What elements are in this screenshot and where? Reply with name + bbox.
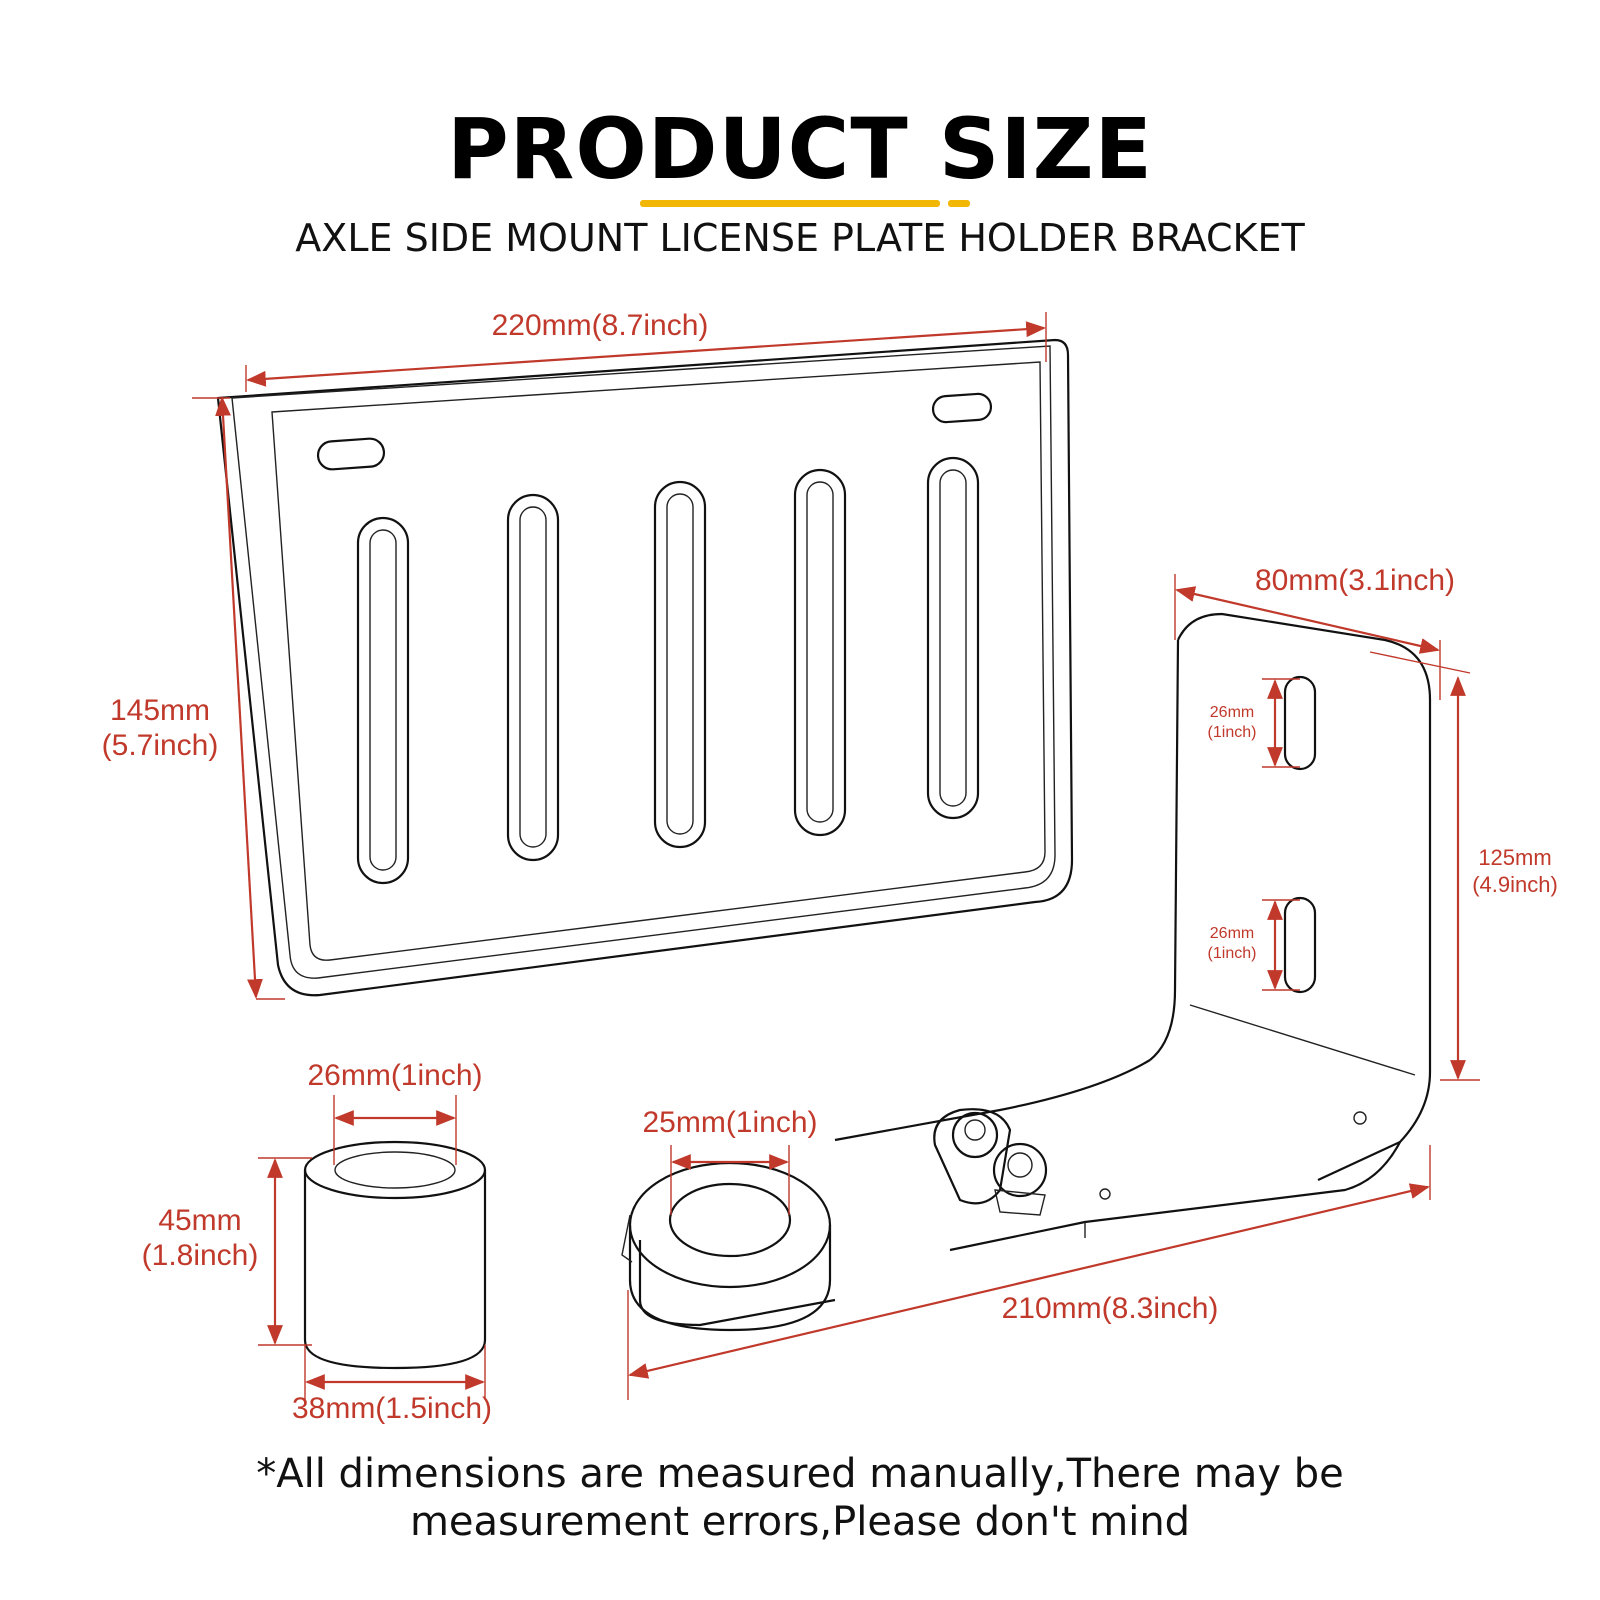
spacer-outer-label: 38mm(1.5inch) bbox=[292, 1392, 492, 1425]
slot-upper-in-label: (1inch) bbox=[1208, 724, 1257, 741]
slot-lower-in-label: (1inch) bbox=[1208, 945, 1257, 962]
bracket-width-dimension: 80mm(3.1inch) bbox=[1174, 564, 1471, 700]
plate-long-slots bbox=[356, 456, 980, 885]
bracket-height-in-label: (4.9inch) bbox=[1472, 872, 1558, 897]
license-plate-drawing bbox=[216, 338, 1074, 997]
spacer-outer-dimension: 38mm(1.5inch) bbox=[292, 1345, 492, 1425]
footnote-line-2: measurement errors,Please don't mind bbox=[409, 1499, 1191, 1545]
bracket-slot-lower bbox=[1283, 896, 1317, 994]
page-title: PRODUCT SIZE bbox=[447, 100, 1153, 198]
measurement-footnote: *All dimensions are measured manually,Th… bbox=[100, 1450, 1500, 1546]
slot-upper-mm-label: 26mm bbox=[1210, 704, 1254, 721]
plate-width-dimension: 220mm(8.7inch) bbox=[245, 309, 1047, 392]
bracket-hole-dimension: 25mm(1inch) bbox=[642, 1106, 818, 1215]
spacer-height-mm-label: 45mm bbox=[158, 1204, 241, 1237]
bracket-slot-upper bbox=[1283, 675, 1317, 771]
slot-lower-dimension: 26mm (1inch) bbox=[1208, 899, 1300, 991]
footnote-line-1: *All dimensions are measured manually,Th… bbox=[256, 1451, 1344, 1497]
l-bracket-drawing bbox=[621, 612, 1432, 1332]
bracket-hole-label: 25mm(1inch) bbox=[642, 1106, 817, 1139]
spacer-height-dimension: 45mm (1.8inch) bbox=[142, 1157, 312, 1346]
spacer-inner-label: 26mm(1inch) bbox=[307, 1059, 482, 1092]
page-subtitle: AXLE SIDE MOUNT LICENSE PLATE HOLDER BRA… bbox=[295, 216, 1305, 260]
bracket-width-label: 80mm(3.1inch) bbox=[1255, 564, 1455, 597]
plate-height-dimension: 145mm (5.7inch) bbox=[102, 396, 285, 1000]
bracket-length-label: 210mm(8.3inch) bbox=[1002, 1292, 1219, 1325]
bracket-ring bbox=[621, 1161, 832, 1332]
plate-width-label: 220mm(8.7inch) bbox=[492, 309, 709, 342]
plate-height-mm-label: 145mm bbox=[110, 694, 210, 727]
bracket-height-mm-label: 125mm bbox=[1478, 845, 1551, 870]
spacer-inner-dimension: 26mm(1inch) bbox=[307, 1059, 483, 1165]
mount-slot-right bbox=[931, 392, 993, 424]
spacer-height-in-label: (1.8inch) bbox=[142, 1239, 259, 1272]
bracket-bolts bbox=[933, 1108, 1048, 1216]
title-underline bbox=[640, 200, 970, 207]
mount-slot-left bbox=[316, 437, 386, 471]
bracket-height-dimension: 125mm (4.9inch) bbox=[1440, 676, 1558, 1081]
slot-lower-mm-label: 26mm bbox=[1210, 925, 1254, 942]
slot-upper-dimension: 26mm (1inch) bbox=[1208, 678, 1300, 768]
spacer-drawing bbox=[303, 1140, 487, 1370]
bracket-length-dimension: 210mm(8.3inch) bbox=[627, 1145, 1431, 1400]
plate-height-in-label: (5.7inch) bbox=[102, 729, 219, 762]
